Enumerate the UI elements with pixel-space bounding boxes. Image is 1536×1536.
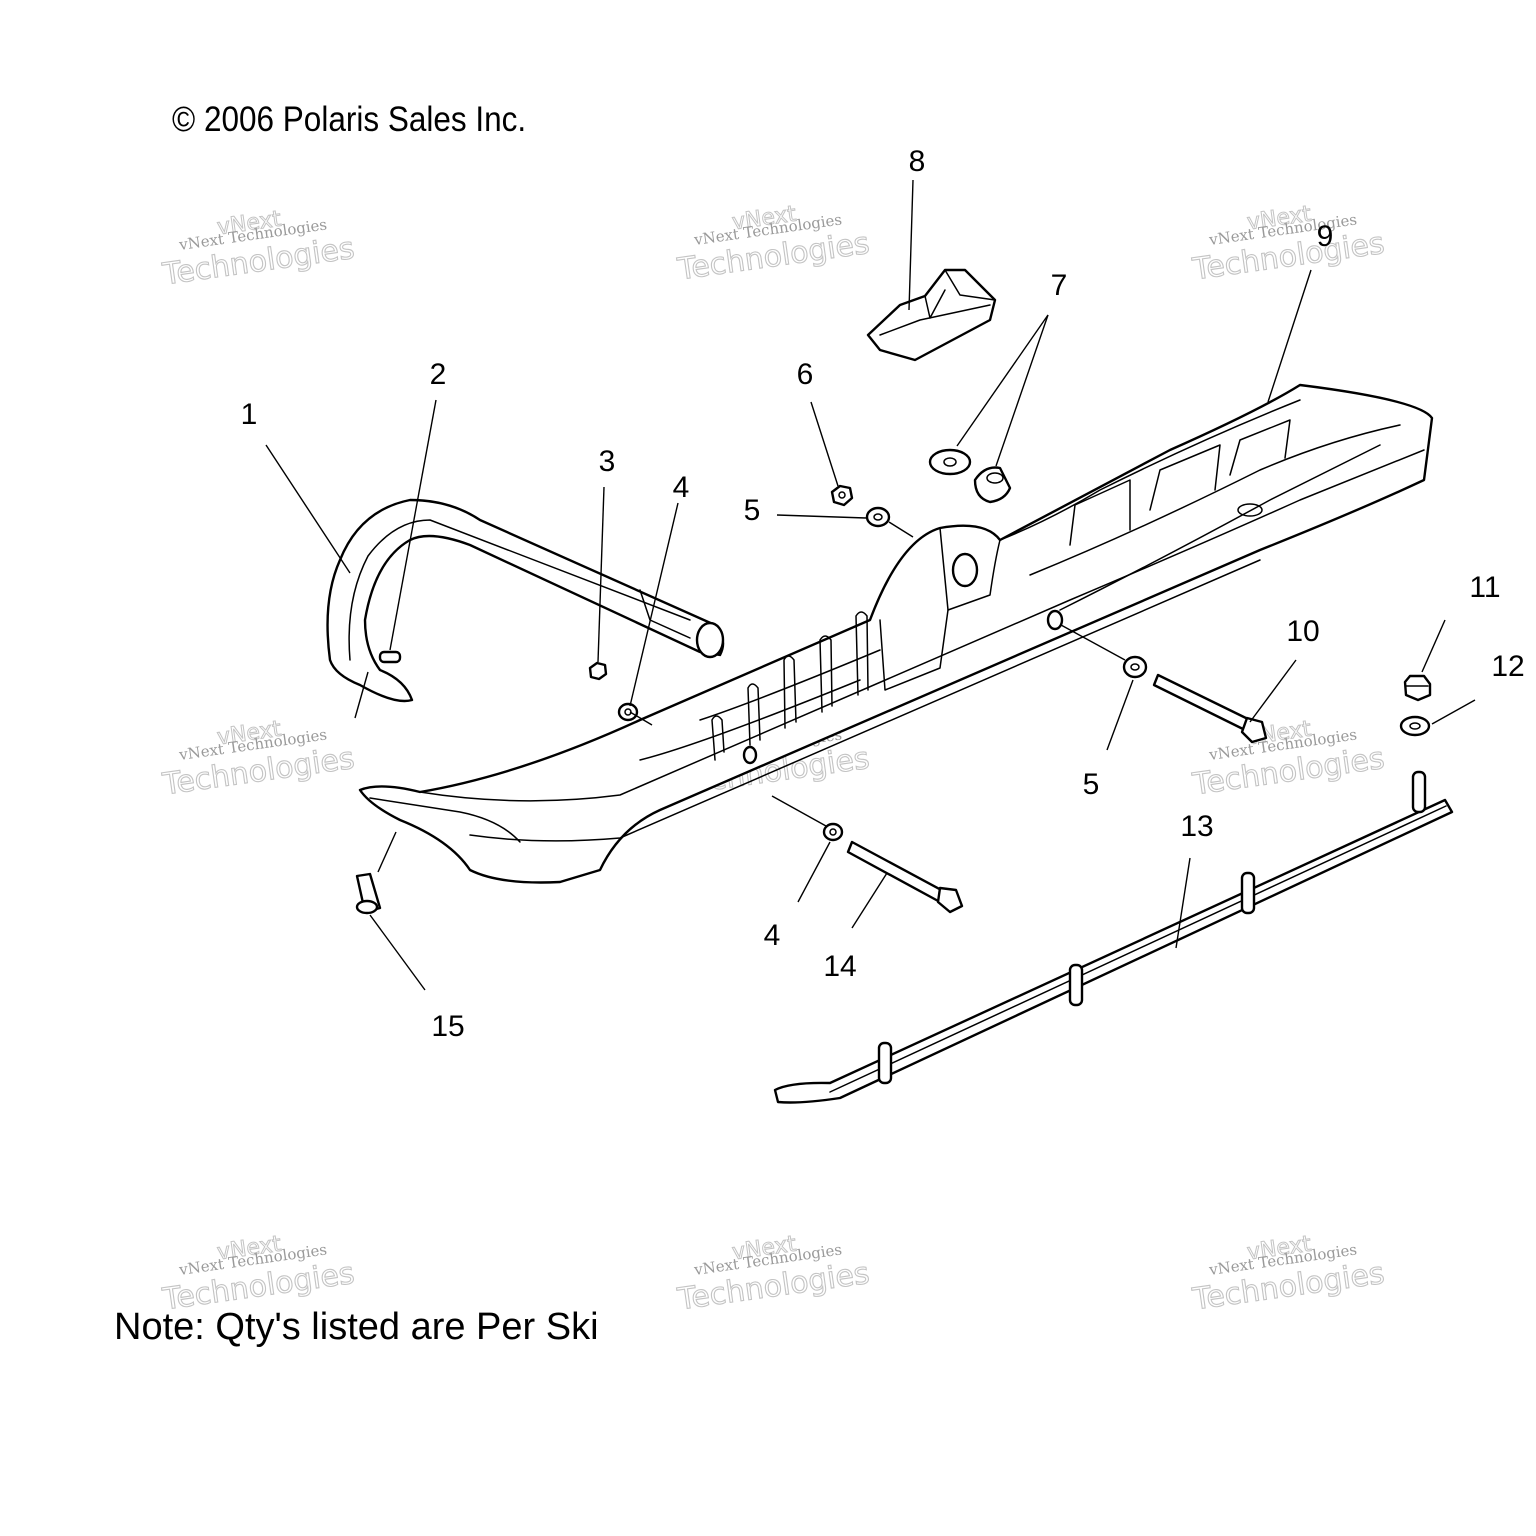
part-4-washer-upper bbox=[617, 702, 639, 722]
watermark: vNext vNext Technologies Technologies bbox=[674, 201, 872, 288]
callout-5-lower: 5 bbox=[1083, 768, 1100, 801]
callout-8: 8 bbox=[909, 145, 926, 178]
callout-2: 2 bbox=[430, 358, 447, 391]
part-5-washer-upper bbox=[865, 506, 891, 528]
callout-3: 3 bbox=[599, 445, 616, 478]
callout-numbers: 1 2 3 4 4 5 5 6 7 8 9 10 11 12 13 14 15 bbox=[241, 145, 1525, 1043]
callout-7: 7 bbox=[1051, 269, 1068, 302]
watermark: vNext vNext Technologies Technologies bbox=[159, 206, 357, 293]
watermark: vNext vNext Technologies Technologies bbox=[159, 716, 357, 803]
part-7-bushings bbox=[928, 448, 1012, 504]
callout-10: 10 bbox=[1286, 615, 1319, 648]
copyright-text: © 2006 Polaris Sales Inc. bbox=[172, 100, 527, 139]
watermark: vNext vNext Technologies Technologies bbox=[1189, 201, 1387, 288]
callout-14: 14 bbox=[823, 950, 856, 983]
part-12-washer bbox=[1399, 715, 1431, 737]
leader-lines bbox=[265, 179, 1476, 991]
watermark: vNext vNext Technologies Technologies bbox=[1189, 1231, 1387, 1318]
part-14-bolt bbox=[846, 840, 964, 914]
part-8-saddle bbox=[866, 268, 997, 362]
callout-5-upper: 5 bbox=[744, 494, 761, 527]
part-4-washer-lower bbox=[822, 822, 844, 842]
callout-1: 1 bbox=[241, 398, 258, 431]
part-13-ski-runner bbox=[773, 770, 1454, 1104]
callout-4-upper: 4 bbox=[673, 471, 690, 504]
callout-11: 11 bbox=[1469, 571, 1500, 604]
watermark: vNext vNext Technologies Technologies bbox=[674, 1231, 872, 1318]
callout-13: 13 bbox=[1180, 810, 1213, 843]
callout-9: 9 bbox=[1317, 220, 1334, 253]
part-10-bolt bbox=[1152, 673, 1268, 744]
watermark: vNext vNext Technologies Technologies bbox=[1189, 716, 1387, 803]
callout-15: 15 bbox=[431, 1010, 464, 1043]
part-2-rivet bbox=[378, 650, 402, 664]
part-9-ski-body bbox=[358, 383, 1434, 884]
watermark: vNext vNext Technologies Technologies bbox=[159, 1231, 357, 1318]
callout-6: 6 bbox=[797, 358, 814, 391]
callout-12: 12 bbox=[1491, 650, 1524, 683]
callout-4-lower: 4 bbox=[764, 919, 781, 952]
part-3-nut bbox=[588, 661, 608, 681]
part-5-washer-lower bbox=[1122, 655, 1148, 679]
part-15-pin bbox=[355, 872, 382, 915]
part-6-nut bbox=[830, 484, 854, 507]
quantity-note: Note: Qty's listed are Per Ski bbox=[114, 1306, 599, 1348]
part-11-lock-nut bbox=[1403, 674, 1432, 702]
part-1-ski-loop bbox=[326, 498, 725, 703]
